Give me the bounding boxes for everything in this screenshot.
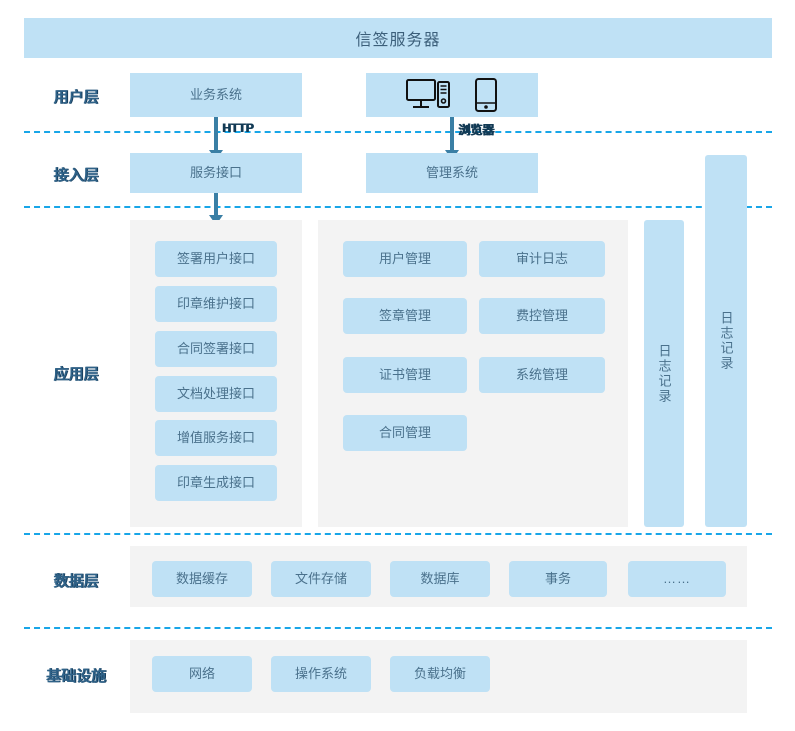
arrow-label-browser: 浏览器 [458, 123, 495, 137]
divider-data-infra [24, 627, 772, 629]
node-app-interface-1-label: 印章维护接口 [176, 295, 255, 311]
node-log-record-inner-label: 日志记录 [656, 343, 672, 404]
layer-label-data: 数据层 [53, 573, 99, 590]
node-infra-0-label: 网络 [188, 665, 215, 681]
node-data-1-label: 文件存储 [294, 570, 347, 586]
node-app-mgmt-right-1[interactable]: 费控管理 [479, 298, 605, 334]
node-app-mgmt-right-0[interactable]: 审计日志 [479, 241, 605, 277]
arrow-label-http: HTTP [222, 121, 254, 135]
node-data-3[interactable]: 事务 [509, 561, 607, 597]
node-app-interface-4-label: 增值服务接口 [176, 429, 255, 445]
node-service-interface-label: 服务接口 [189, 164, 242, 180]
layer-label-infra: 基础设施 [45, 668, 106, 685]
node-data-3-label: 事务 [544, 570, 571, 586]
node-data-2[interactable]: 数据库 [390, 561, 490, 597]
node-app-interface-0[interactable]: 签署用户接口 [155, 241, 277, 277]
node-client-devices[interactable] [366, 73, 538, 117]
node-app-mgmt-left-1[interactable]: 签章管理 [343, 298, 467, 334]
node-app-interface-1[interactable]: 印章维护接口 [155, 286, 277, 322]
node-infra-1[interactable]: 操作系统 [271, 656, 371, 692]
node-app-mgmt-left-2[interactable]: 证书管理 [343, 357, 467, 393]
header-bar: 信签服务器 [24, 18, 772, 58]
node-infra-1-label: 操作系统 [294, 665, 347, 681]
page-title: 信签服务器 [355, 32, 441, 49]
arrow-http-line [214, 117, 218, 153]
node-app-mgmt-right-0-label: 审计日志 [515, 250, 568, 266]
node-management-system[interactable]: 管理系统 [366, 153, 538, 193]
node-app-interface-5[interactable]: 印章生成接口 [155, 465, 277, 501]
divider-user-access [24, 131, 772, 133]
node-app-mgmt-left-1-label: 签章管理 [378, 307, 431, 323]
node-app-interface-3[interactable]: 文档处理接口 [155, 376, 277, 412]
node-app-interface-2[interactable]: 合同签署接口 [155, 331, 277, 367]
divider-access-app [24, 206, 772, 208]
node-app-mgmt-right-1-label: 费控管理 [515, 307, 568, 323]
node-app-mgmt-left-2-label: 证书管理 [378, 366, 431, 382]
node-business-system[interactable]: 业务系统 [130, 73, 302, 117]
node-app-interface-3-label: 文档处理接口 [176, 385, 255, 401]
node-infra-2-label: 负载均衡 [413, 665, 466, 681]
node-data-1[interactable]: 文件存储 [271, 561, 371, 597]
arrow-browser-line [450, 117, 454, 153]
node-app-mgmt-left-3-label: 合同管理 [378, 424, 431, 440]
node-business-system-label: 业务系统 [189, 86, 242, 102]
node-service-interface[interactable]: 服务接口 [130, 153, 302, 193]
node-data-4-label: …… [663, 570, 691, 586]
node-log-record-outer[interactable]: 日志记录 [705, 155, 747, 527]
node-infra-2[interactable]: 负载均衡 [390, 656, 490, 692]
node-app-interface-5-label: 印章生成接口 [176, 474, 255, 490]
node-data-4[interactable]: …… [628, 561, 726, 597]
arrow-service-to-app-line [214, 193, 218, 219]
mobile-phone-icon [474, 78, 498, 112]
node-app-mgmt-right-2-label: 系统管理 [515, 366, 568, 382]
layer-label-user: 用户层 [53, 89, 99, 106]
node-app-mgmt-left-3[interactable]: 合同管理 [343, 415, 467, 451]
node-infra-0[interactable]: 网络 [152, 656, 252, 692]
layer-label-app: 应用层 [53, 366, 99, 383]
node-data-0-label: 数据缓存 [175, 570, 228, 586]
node-management-system-label: 管理系统 [425, 164, 478, 180]
layer-label-access: 接入层 [53, 167, 99, 184]
node-app-interface-0-label: 签署用户接口 [176, 250, 255, 266]
node-data-0[interactable]: 数据缓存 [152, 561, 252, 597]
node-app-interface-4[interactable]: 增值服务接口 [155, 420, 277, 456]
desktop-computer-icon [406, 78, 452, 112]
node-log-record-outer-label: 日志记录 [718, 311, 734, 371]
node-data-2-label: 数据库 [420, 570, 460, 586]
node-app-interface-2-label: 合同签署接口 [176, 340, 255, 356]
divider-app-data [24, 533, 772, 535]
node-app-mgmt-left-0-label: 用户管理 [378, 250, 431, 266]
node-app-mgmt-left-0[interactable]: 用户管理 [343, 241, 467, 277]
node-app-mgmt-right-2[interactable]: 系统管理 [479, 357, 605, 393]
node-log-record-inner[interactable]: 日志记录 [644, 220, 684, 527]
